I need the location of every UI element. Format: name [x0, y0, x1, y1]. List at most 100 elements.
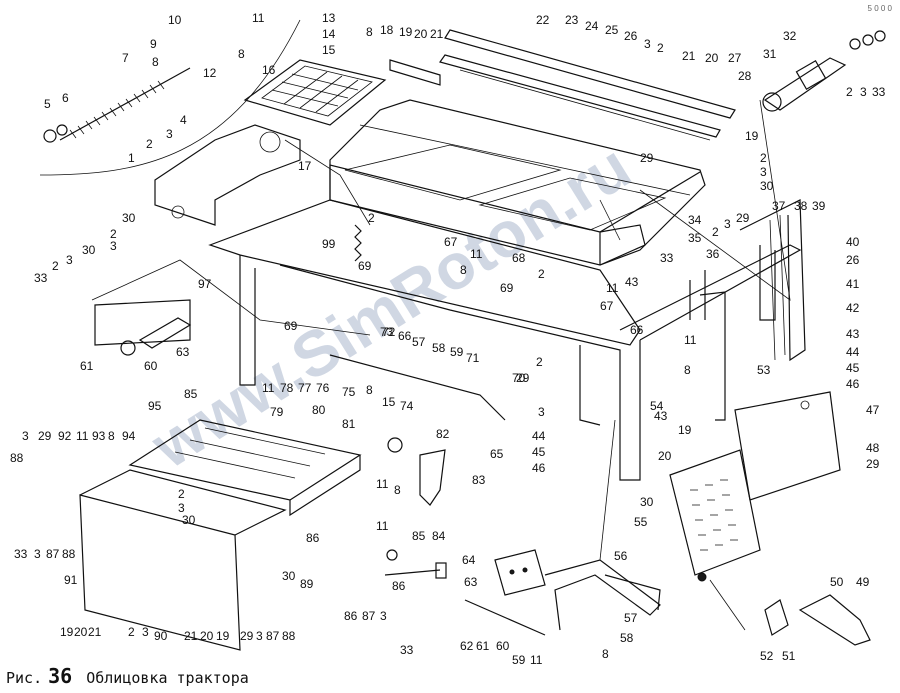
- handle-assembly: [762, 30, 886, 112]
- leader-lines: [39, 19, 791, 631]
- callout: 69: [500, 281, 514, 295]
- callout: 44: [532, 429, 546, 443]
- callout: 31: [763, 47, 777, 61]
- callout: 55: [634, 515, 648, 529]
- callout: 20: [705, 51, 719, 65]
- callout: 2: [52, 259, 59, 273]
- callout: 20: [658, 449, 672, 463]
- callout: 21: [88, 625, 102, 639]
- callout: 21: [184, 629, 198, 643]
- callout: 85: [412, 529, 426, 543]
- callout: 33: [14, 547, 28, 561]
- callout: 19: [216, 629, 230, 643]
- callout: 60: [496, 639, 510, 653]
- callout: 30: [182, 513, 196, 527]
- callout: 78: [280, 381, 294, 395]
- callout: 3: [760, 165, 767, 179]
- callout: 99: [322, 237, 336, 251]
- callout: 32: [783, 29, 797, 43]
- callout: 66: [398, 329, 412, 343]
- callout: 3: [724, 217, 731, 231]
- callout: 87: [362, 609, 376, 623]
- front-bracket: [154, 124, 301, 226]
- callout: 17: [298, 159, 312, 173]
- callout: 77: [298, 381, 312, 395]
- callout: 3: [22, 429, 29, 443]
- callout: 15: [382, 395, 396, 409]
- callout: 97: [198, 277, 212, 291]
- callout: 30: [122, 211, 136, 225]
- callout: 29: [736, 211, 750, 225]
- callout: 14: [322, 27, 336, 41]
- callout: 33: [400, 643, 414, 657]
- callout: 95: [148, 399, 162, 413]
- lever: [387, 437, 446, 506]
- callout: 63: [464, 575, 478, 589]
- callout: 43: [846, 327, 860, 341]
- callout: 47: [866, 403, 880, 417]
- callout: 19: [399, 25, 413, 39]
- callout: 46: [846, 377, 860, 391]
- callout: 2: [657, 41, 664, 55]
- callout: 23: [565, 13, 579, 27]
- callout: 8: [152, 55, 159, 69]
- caption-prefix: Рис.: [6, 669, 43, 687]
- callout: 21: [430, 27, 444, 41]
- callout: 29: [38, 429, 52, 443]
- callout: 20: [200, 629, 214, 643]
- callout: 90: [154, 629, 168, 643]
- callout: 3: [166, 127, 173, 141]
- callout: 28: [738, 69, 752, 83]
- callout: 88: [10, 451, 24, 465]
- cover-bracket: [464, 549, 546, 636]
- callout: 52: [760, 649, 774, 663]
- callout: 9: [150, 37, 157, 51]
- callout: 87: [266, 629, 280, 643]
- callout: 58: [620, 631, 634, 645]
- callout: 33: [34, 271, 48, 285]
- callout: 44: [846, 345, 860, 359]
- callout: 46: [532, 461, 546, 475]
- callout: 86: [344, 609, 358, 623]
- callout: 76: [316, 381, 330, 395]
- figure-number: 36: [48, 664, 73, 688]
- callout: 49: [856, 575, 870, 589]
- callout: 70: [512, 371, 526, 385]
- callout: 87: [46, 547, 60, 561]
- callout: 73: [380, 325, 394, 339]
- callout: 11: [684, 333, 697, 347]
- callout: 65: [490, 447, 504, 461]
- callout: 7: [122, 51, 129, 65]
- callout: 2: [128, 625, 135, 639]
- callout: 61: [476, 639, 490, 653]
- callout: 13: [322, 11, 336, 25]
- callout: 69: [284, 319, 298, 333]
- callout: 1: [128, 151, 135, 165]
- callout: 82: [436, 427, 450, 441]
- callout: 15: [322, 43, 336, 57]
- callout: 57: [624, 611, 638, 625]
- callout: 56: [614, 549, 628, 563]
- callout: 21: [682, 49, 696, 63]
- callout: 11: [376, 519, 389, 533]
- callout: 19: [678, 423, 692, 437]
- callout: 72: [382, 325, 396, 339]
- callout: 67: [600, 299, 614, 313]
- callout: 86: [392, 579, 406, 593]
- callout: 37: [772, 199, 786, 213]
- bar-cylinder: [94, 299, 192, 356]
- long-bolt: [384, 549, 447, 579]
- callout-labels: 10 11 9 8 8 12 7 5 6 13 14 15 8 16 18 19…: [10, 11, 886, 667]
- callout: 79: [270, 405, 284, 419]
- callout: 54: [650, 399, 664, 413]
- callout: 3: [380, 609, 387, 623]
- callout: 83: [472, 473, 486, 487]
- callout: 2: [538, 267, 545, 281]
- spring-rod: [43, 67, 191, 143]
- main-frame: [208, 199, 802, 481]
- callout: 11: [606, 281, 619, 295]
- callout: 25: [605, 23, 619, 37]
- callout: 8: [460, 263, 467, 277]
- callout: 74: [400, 399, 414, 413]
